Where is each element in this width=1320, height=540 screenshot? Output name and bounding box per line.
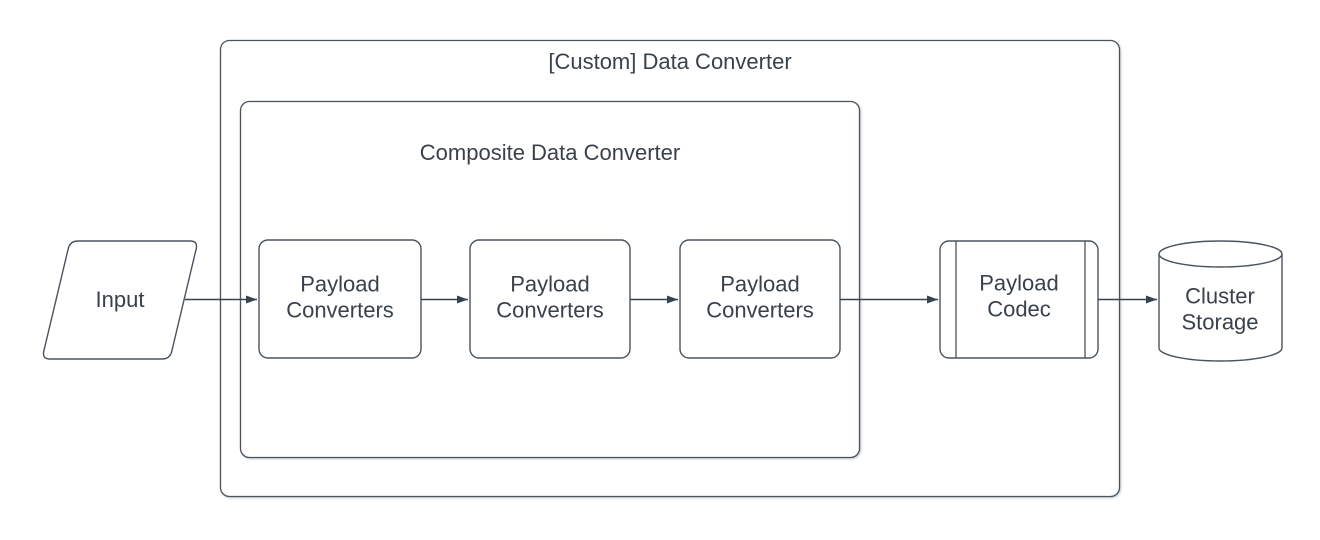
cluster-storage-cylinder-top bbox=[1158, 240, 1283, 268]
input-label: Input bbox=[95, 286, 145, 312]
payload-converters-2-label: Payload Converters bbox=[496, 271, 604, 323]
payload-codec-label: Payload Codec bbox=[979, 270, 1059, 322]
cluster-storage-cylinder-body bbox=[1158, 254, 1283, 362]
input-parallelogram bbox=[42, 240, 198, 360]
outer-container-title: [Custom] Data Converter bbox=[548, 48, 792, 74]
payload-converters-3-label: Payload Converters bbox=[706, 271, 814, 323]
composite-container-title: Composite Data Converter bbox=[419, 139, 681, 165]
cluster-storage-label: Cluster Storage bbox=[1181, 283, 1259, 335]
payload-converters-1-label: Payload Converters bbox=[286, 271, 394, 323]
